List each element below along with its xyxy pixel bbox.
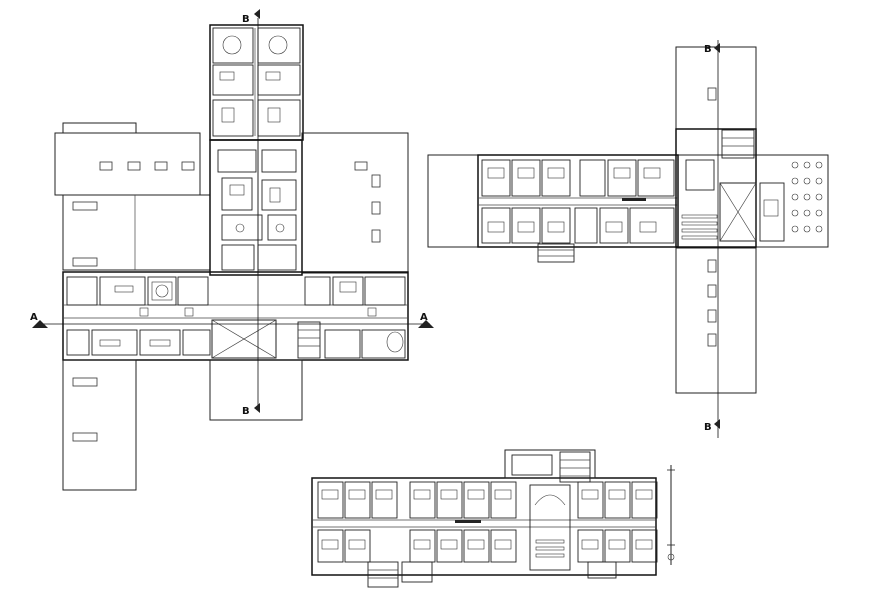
bed	[494, 539, 512, 550]
bed	[348, 539, 366, 550]
dining-table	[791, 177, 799, 185]
east-main-block	[427, 154, 829, 263]
north-wing	[209, 24, 304, 141]
plan-right: B B	[427, 40, 829, 438]
patient-room	[436, 481, 463, 519]
bed	[635, 489, 653, 500]
east-core	[675, 128, 757, 248]
dining-table	[803, 225, 811, 233]
annex-west	[62, 194, 211, 271]
bed	[413, 539, 431, 550]
dining-table	[803, 161, 811, 169]
patient-room	[577, 481, 604, 519]
section-b-bottom-label-right: B	[704, 422, 712, 433]
patient-room	[604, 481, 631, 519]
patient-room	[631, 481, 658, 519]
plan-left: B B A A	[30, 9, 434, 491]
bed	[440, 489, 458, 500]
patient-room	[317, 529, 344, 563]
bed	[608, 539, 626, 550]
patient-room	[490, 481, 517, 519]
patient-room	[371, 481, 398, 519]
dining-table	[803, 209, 811, 217]
patient-room	[490, 529, 517, 563]
patient-room	[463, 529, 490, 563]
bed	[321, 489, 339, 500]
section-lines-left	[32, 9, 434, 413]
patient-room	[344, 529, 371, 563]
patient-room	[344, 481, 371, 519]
dining-table	[815, 225, 823, 233]
atrium-void	[211, 319, 321, 359]
bed	[348, 489, 366, 500]
annex-north-west	[54, 122, 201, 196]
section-b-bottom-label-left: B	[242, 406, 250, 417]
section-b-top-label-left: B	[242, 14, 250, 25]
bed	[581, 539, 599, 550]
south-wings	[62, 359, 303, 491]
scale-bar	[667, 465, 675, 565]
east-vertical-wing	[675, 46, 757, 394]
dining-table	[791, 209, 799, 217]
dining-table	[791, 225, 799, 233]
patient-room	[463, 481, 490, 519]
dining-table	[815, 193, 823, 201]
east-void	[719, 182, 757, 242]
bed	[581, 489, 599, 500]
section-a-left-label: A	[30, 312, 38, 323]
dining-table	[791, 193, 799, 201]
dining-table	[803, 193, 811, 201]
bed	[467, 489, 485, 500]
patient-room	[604, 529, 631, 563]
section-lines-right	[714, 40, 720, 438]
central-core	[209, 139, 303, 276]
bed	[321, 539, 339, 550]
section-a-right-label: A	[420, 312, 428, 323]
bed	[494, 489, 512, 500]
dining-table	[791, 161, 799, 169]
plan-bottom	[311, 449, 675, 588]
dining-table	[803, 177, 811, 185]
bed	[413, 489, 431, 500]
main-corridor	[62, 271, 409, 361]
bed	[375, 489, 393, 500]
patient-room	[436, 529, 463, 563]
bed	[608, 489, 626, 500]
section-b-top-label-right: B	[704, 44, 712, 55]
annex-north-east	[301, 132, 409, 274]
east-dining-area	[759, 161, 823, 242]
patient-room	[317, 481, 344, 519]
bed	[635, 539, 653, 550]
bed	[440, 539, 458, 550]
dining-table	[815, 209, 823, 217]
bed	[467, 539, 485, 550]
dining-table	[815, 161, 823, 169]
patient-room	[631, 529, 658, 563]
patient-room	[409, 481, 436, 519]
dining-table	[815, 177, 823, 185]
